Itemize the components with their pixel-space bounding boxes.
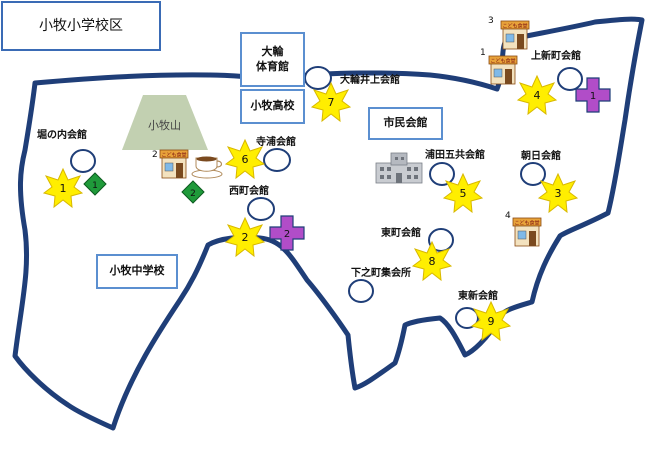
kodomo-shokudo-icon-2: こども食堂 [159,149,189,179]
hall-circle-oowa-inoue [304,66,332,90]
diamond-marker-1: 1 [83,172,107,196]
svg-text:こども食堂: こども食堂 [161,152,186,159]
hall-label-nishimachi: 西町会館 [229,186,269,197]
hall-label-shimonomachi: 下之町集会所 [351,268,411,279]
city-hall-box: 市民会館 [368,107,443,140]
kodomo-shokudo-number-4: 4 [505,211,511,221]
hall-label-urata-gokyou: 浦田五共会館 [425,150,485,161]
star-marker-1: 1 [43,168,83,208]
hall-circle-horinouchi [70,149,96,173]
city-hall-building-icon [375,152,423,184]
svg-text:5: 5 [460,187,467,200]
owa-gym-line-2: 体育館 [256,59,289,73]
owa-gym-line-1: 大輪 [261,44,284,58]
svg-text:2: 2 [242,231,249,244]
map-title: 小牧小学校区 [1,1,161,51]
kodomo-shokudo-icon-3: こども食堂 [500,20,530,50]
hall-label-kamishinmachi: 上新町会館 [531,51,581,62]
svg-text:1: 1 [60,182,67,195]
hall-circle-teraura [263,148,291,172]
star-marker-4: 4 [517,75,557,115]
komaki-high-text: 小牧高校 [250,99,295,113]
svg-text:こども食堂: こども食堂 [502,23,527,30]
kodomo-shokudo-icon-4: こども食堂 [512,217,542,247]
svg-text:こども食堂: こども食堂 [490,58,515,65]
komaki-high-box: 小牧高校 [240,89,305,124]
kodomo-shokudo-number-1: 1 [480,48,486,58]
svg-text:1: 1 [590,91,596,102]
hall-circle-higashishin [455,307,479,329]
kodomo-shokudo-number-3: 3 [488,16,494,26]
svg-text:こども食堂: こども食堂 [514,220,539,227]
mountain-shape [122,95,208,150]
hall-circle-asahi [520,162,546,186]
coffee-cup-icon [191,156,223,179]
star-marker-7: 7 [311,82,351,122]
svg-text:7: 7 [328,96,335,109]
cross-marker-1: 1 [575,77,611,113]
komaki-middle-text: 小牧中学校 [109,264,165,278]
star-marker-5: 5 [443,173,483,213]
star-marker-3: 3 [538,173,578,213]
hall-label-asahi: 朝日会館 [521,151,561,162]
owa-gym-box: 大輪 体育館 [240,32,305,87]
map-title-text: 小牧小学校区 [39,17,123,34]
komaki-middle-box: 小牧中学校 [96,254,178,289]
hall-label-higashishin: 東新会館 [458,291,498,302]
hall-label-teraura: 寺浦会館 [256,137,296,148]
kodomo-shokudo-number-2: 2 [152,150,158,160]
hall-circle-nishimachi [247,197,275,221]
hall-circle-higashimachi [428,228,454,252]
mountain-label: 小牧山 [148,119,181,132]
svg-text:6: 6 [242,153,249,166]
star-marker-8: 8 [412,241,452,281]
hall-label-horinouchi: 堀の内会館 [37,130,87,141]
diamond-marker-2: 2 [181,180,205,204]
svg-text:3: 3 [555,187,562,200]
svg-text:9: 9 [488,315,495,328]
hall-label-oowa-inoue: 大輪井上会館 [340,75,400,86]
star-marker-2: 2 [225,217,265,257]
city-hall-text: 市民会館 [383,116,428,130]
district-boundary [12,16,645,431]
star-marker-6: 6 [225,139,265,179]
hall-circle-shimonomachi [348,279,374,303]
hall-label-higashimachi: 東町会館 [381,228,421,239]
svg-text:2: 2 [284,229,290,240]
cross-marker-2: 2 [269,215,305,251]
svg-text:4: 4 [534,89,541,102]
hall-circle-kamishinmachi [557,67,583,91]
hall-circle-urata [429,162,455,186]
svg-text:8: 8 [429,255,436,268]
kodomo-shokudo-icon-1: こども食堂 [488,55,518,85]
svg-text:2: 2 [190,189,196,199]
star-marker-9: 9 [471,301,511,341]
svg-text:1: 1 [92,181,98,191]
